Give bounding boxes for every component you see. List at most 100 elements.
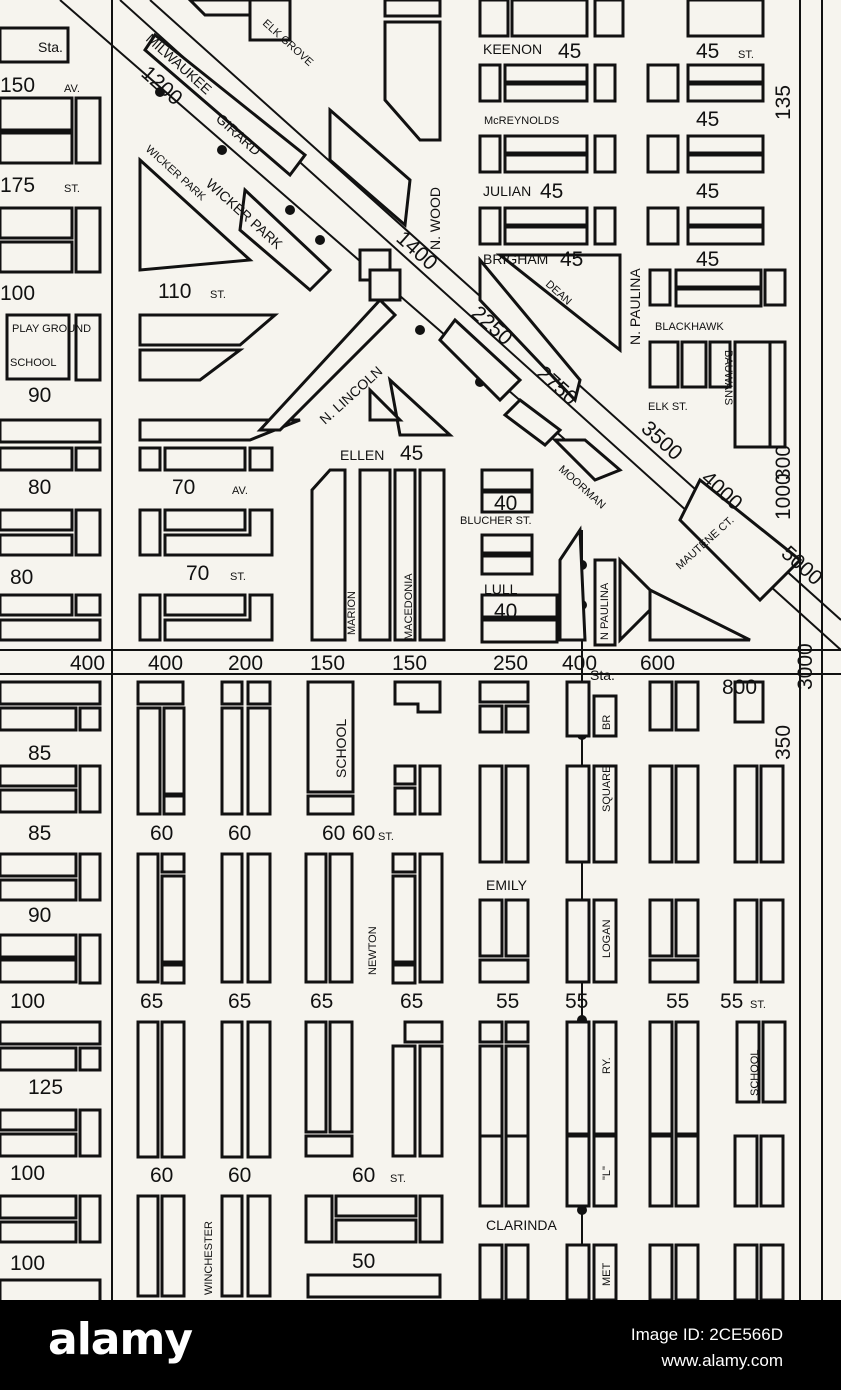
frontage-55-3: 55 [666, 990, 689, 1013]
frontage-left-4: 80 [28, 476, 51, 499]
st-label-5: ST. [378, 831, 394, 843]
winchester-label: WINCHESTER [203, 1221, 215, 1295]
keenon-label: KEENON [483, 41, 542, 57]
av-label-2: AV. [232, 485, 248, 497]
left-blocks-south [0, 680, 102, 1300]
frontage-55-2: 55 [565, 990, 588, 1013]
row-800: 800 [722, 676, 757, 699]
ellen-label: ELLEN [340, 447, 384, 463]
milwaukee-3500: 3500 [637, 417, 687, 465]
julian-45: 45 [540, 180, 563, 203]
bauwans-label: BAUWANS [722, 350, 734, 405]
brigham-45b: 45 [696, 248, 719, 271]
frontage-60-2: 60 [228, 822, 251, 845]
emily-label: EMILY [486, 877, 528, 893]
map-canvas: Sta. 150 AV. 175 ST. 100 PLAY GROUND SCH… [0, 0, 841, 1300]
frontage-65-3: 65 [310, 990, 333, 1013]
frontage-65-1: 65 [140, 990, 163, 1013]
frontage-left-7: 85 [28, 822, 51, 845]
macedonia-label: MACEDONIA [403, 573, 415, 640]
row-200: 200 [228, 652, 263, 675]
frontage-60-1: 60 [150, 822, 173, 845]
row-150-b: 150 [392, 652, 427, 675]
frontage-60-7: 60 [352, 1164, 375, 1187]
frontage-left-9: 100 [10, 990, 45, 1013]
lull-label: LULL [484, 581, 518, 597]
station-label: Sta. [38, 39, 63, 55]
frontage-left-12: 100 [10, 1252, 45, 1275]
st-label-7: ST. [390, 1173, 406, 1185]
blucher-40: 40 [494, 492, 517, 515]
frontage-left-5: 80 [10, 566, 33, 589]
frontage-55-4: 55 [720, 990, 743, 1013]
row-400-b: 400 [148, 652, 183, 675]
n-paulina-lower-label: N PAULINA [599, 582, 611, 640]
frontage-left-3: 90 [28, 384, 51, 407]
brigham-label: BRIGHAM [483, 251, 548, 267]
school-label-3: SCHOOL [749, 1050, 761, 1096]
south-grid-blocks [136, 680, 787, 1300]
av-label-1: AV. [64, 83, 80, 95]
n-paulina-label: N. PAULINA [627, 268, 643, 345]
school-label-2: SCHOOL [333, 719, 349, 778]
elk-st-label: ELK ST. [648, 401, 688, 413]
blucher-label: BLUCHER ST. [460, 515, 532, 527]
row-600: 600 [640, 652, 675, 675]
frontage-left-2: 100 [0, 282, 35, 305]
image-id: Image ID: 2CE566D [630, 1325, 783, 1344]
lull-40: 40 [494, 600, 517, 623]
watermark-bar: alamy Image ID: 2CE566D www.alamy.com [0, 1300, 841, 1390]
frontage-left-1: 175 [0, 174, 35, 197]
julian-45b: 45 [696, 180, 719, 203]
frontage-left-11: 100 [10, 1162, 45, 1185]
l-label: "L" [601, 1166, 613, 1180]
left-blocks-north [0, 26, 102, 642]
northeast-blocks [478, 0, 787, 449]
playground-label: PLAY GROUND [12, 323, 91, 335]
newton-label: NEWTON [367, 926, 379, 975]
blackhawk-label: BLACKHAWK [655, 321, 724, 333]
middle-blocks [138, 438, 803, 647]
frontage-65-4: 65 [400, 990, 423, 1013]
alamy-logo: alamy [48, 1314, 193, 1365]
square-label: SQUARE [601, 766, 613, 812]
school-block [306, 680, 355, 794]
mcreynolds-label: McREYNOLDS [484, 115, 559, 127]
school-label: SCHOOL [10, 357, 56, 369]
frontage-55-1: 55 [496, 990, 519, 1013]
ellen-45: 45 [400, 442, 423, 465]
keenon-45: 45 [558, 40, 581, 63]
wicker-park-110: 110 [158, 280, 191, 303]
st-label-1: ST. [64, 183, 80, 195]
north-diagonal-blocks [138, 0, 622, 447]
frontage-65-2: 65 [228, 990, 251, 1013]
frontage-60-5: 60 [150, 1164, 173, 1187]
n-wood-label: N. WOOD [427, 187, 443, 250]
frontage-70-b: 70 [186, 562, 209, 585]
row-400-c: 400 [562, 652, 597, 675]
met-label: MET [601, 1263, 613, 1287]
station-label-2: Sta. [590, 667, 615, 683]
boulevard-3000: 3000 [794, 643, 817, 690]
boulevard-1000: 1000 [772, 473, 795, 520]
st-label-6: ST. [750, 999, 766, 1011]
st-label-4: ST. [230, 571, 246, 583]
logan-label: LOGAN [601, 919, 613, 958]
frontage-50-a: 50 [352, 1250, 375, 1273]
frontage-60-6: 60 [228, 1164, 251, 1187]
image-id-block: Image ID: 2CE566D www.alamy.com [631, 1322, 783, 1374]
frontage-left-0: 150 [0, 74, 35, 97]
br-label: BR [601, 715, 613, 730]
frontage-left-8: 90 [28, 904, 51, 927]
school-block-2 [735, 1020, 761, 1104]
row-250: 250 [493, 652, 528, 675]
frontage-70-a: 70 [172, 476, 195, 499]
frontage-left-6: 85 [28, 742, 51, 765]
marion-label: MARION [346, 591, 358, 635]
site-url: www.alamy.com [661, 1351, 783, 1370]
boulevard-300: 300 [772, 445, 795, 480]
row-400-a: 400 [70, 652, 105, 675]
street-map: Sta. 150 AV. 175 ST. 100 PLAY GROUND SCH… [0, 0, 841, 1300]
st-label-3: ST. [738, 49, 754, 61]
frontage-left-10: 125 [28, 1076, 63, 1099]
